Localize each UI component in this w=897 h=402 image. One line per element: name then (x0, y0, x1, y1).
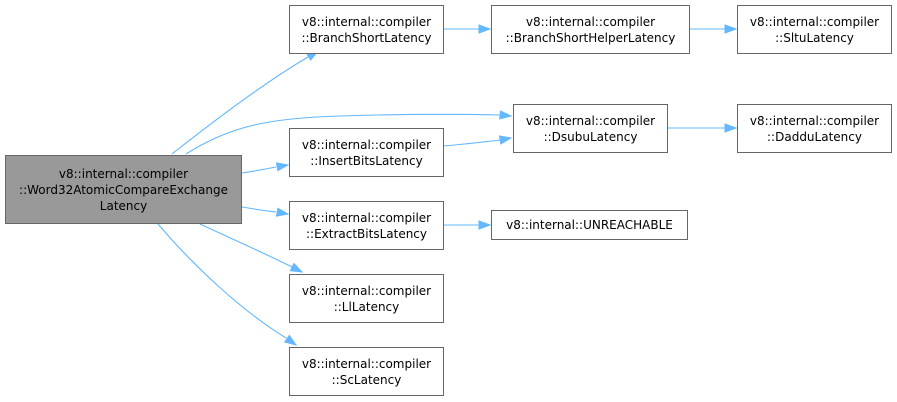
node-unreachable[interactable]: v8::internal::UNREACHABLE (491, 210, 688, 240)
node-extract-bits[interactable]: v8::internal::compiler ::ExtractBitsLate… (289, 201, 444, 250)
node-branch-short[interactable]: v8::internal::compiler ::BranchShortLate… (289, 5, 444, 54)
node-sc-line-1: v8::internal::compiler (301, 356, 432, 371)
node-dsubu-line-2: ::DsubuLatency (543, 129, 638, 144)
node-branch-short-helper-line-1: v8::internal::compiler (525, 14, 656, 29)
edge-arrowhead (275, 207, 290, 217)
node-root-line-3: Latency (99, 198, 148, 213)
edge-root-to-dsubu (185, 113, 501, 155)
edge-arrowhead (724, 123, 738, 133)
node-sltu-line-2: ::SltuLatency (775, 30, 854, 45)
node-sc[interactable]: v8::internal::compiler ::ScLatency (289, 347, 444, 396)
node-branch-short-line-1: v8::internal::compiler (301, 14, 432, 29)
edge-arrowhead (283, 334, 298, 346)
node-branch-short-helper-line-2: ::BranchShortHelperLatency (505, 30, 676, 45)
edge-root-to-ll (199, 223, 293, 268)
node-sltu[interactable]: v8::internal::compiler ::SltuLatency (737, 5, 892, 54)
node-insert-bits-line-2: ::InsertBitsLatency (310, 153, 423, 168)
edge-arrowhead (724, 24, 738, 34)
node-branch-short-helper[interactable]: v8::internal::compiler ::BranchShortHelp… (491, 5, 690, 54)
edge-root-to-insert-bits (241, 166, 277, 174)
edge-insert-bits-to-dsubu (443, 139, 501, 147)
edge-root-to-branch-short (171, 56, 309, 155)
edge-arrowhead (499, 110, 513, 120)
node-root-line-2: ::Word32AtomicCompareExchange (19, 182, 228, 197)
edge-arrowhead (275, 162, 290, 172)
edge-root-to-extract-bits (241, 206, 277, 213)
node-ll-line-2: ::LlLatency (333, 299, 400, 314)
node-ll-line-1: v8::internal::compiler (301, 283, 432, 298)
node-branch-short-line-2: ::BranchShortLatency (301, 30, 432, 45)
node-root-line-1: v8::internal::compiler (58, 166, 189, 181)
node-unreachable-line-1: v8::internal::UNREACHABLE (506, 218, 673, 232)
edge-arrowhead (498, 135, 513, 145)
node-insert-bits-line-1: v8::internal::compiler (301, 137, 432, 152)
node-dsubu-line-1: v8::internal::compiler (525, 113, 656, 128)
node-insert-bits[interactable]: v8::internal::compiler ::InsertBitsLaten… (289, 128, 444, 177)
edge-arrowhead (478, 24, 492, 34)
edge-arrowhead (478, 220, 492, 230)
node-sc-line-2: ::ScLatency (331, 372, 402, 387)
node-root: v8::internal::compiler ::Word32AtomicCom… (5, 155, 242, 224)
node-extract-bits-line-2: ::ExtractBitsLatency (305, 226, 428, 241)
node-extract-bits-line-1: v8::internal::compiler (301, 210, 432, 225)
edge-root-to-sc (157, 223, 287, 339)
node-daddu-line-2: ::DadduLatency (767, 129, 862, 144)
edge-arrowhead (289, 262, 304, 273)
node-sltu-line-1: v8::internal::compiler (749, 14, 880, 29)
node-daddu[interactable]: v8::internal::compiler ::DadduLatency (737, 104, 892, 153)
node-daddu-line-1: v8::internal::compiler (749, 113, 880, 128)
node-ll[interactable]: v8::internal::compiler ::LlLatency (289, 274, 444, 323)
node-dsubu[interactable]: v8::internal::compiler ::DsubuLatency (513, 104, 668, 153)
edges-layer (157, 24, 738, 346)
